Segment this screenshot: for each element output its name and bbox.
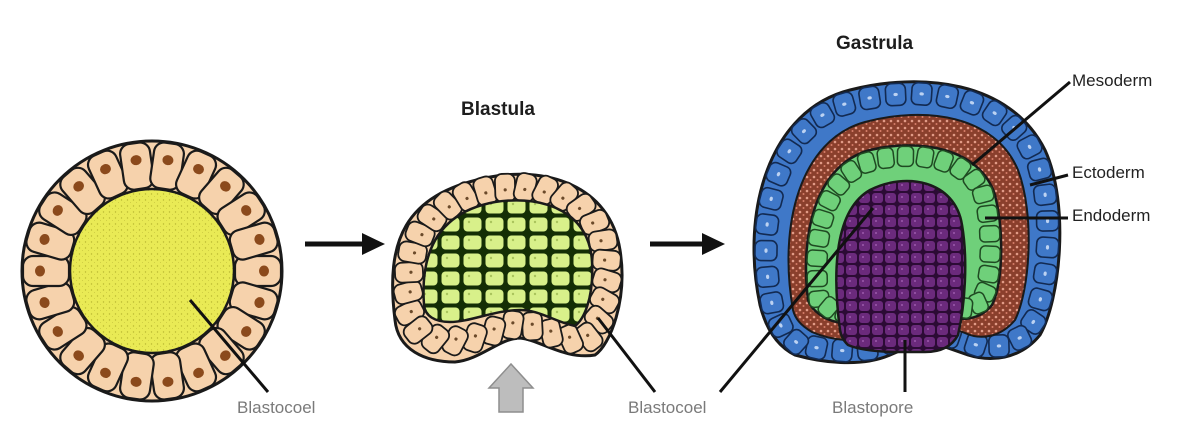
endoderm-cell [980, 246, 1001, 263]
blastula [392, 172, 655, 392]
ectoderm-cell [1033, 184, 1057, 206]
endoderm-cell [977, 204, 999, 222]
early-embryo [22, 141, 282, 401]
endoderm-cell [877, 147, 895, 169]
mesoderm-label: Mesoderm [1072, 71, 1152, 91]
blastocoel-mid-pointer [598, 318, 655, 392]
endoderm-label: Endoderm [1072, 206, 1150, 226]
ectoderm-cell [989, 335, 1010, 358]
ectoderm-cell [858, 86, 881, 111]
archenteron-cells [836, 181, 965, 352]
blastula-title: Blastula [461, 99, 535, 121]
ectoderm-cell [885, 83, 906, 106]
ectoderm-cell [756, 266, 780, 288]
outer-cell [149, 351, 185, 401]
endoderm-cell [808, 229, 830, 248]
ectoderm-cell [1036, 211, 1058, 231]
ectoderm-cell [935, 84, 959, 110]
blastula-cell [395, 262, 424, 283]
ectoderm-cell [759, 291, 784, 315]
endoderm-cell [978, 265, 1000, 284]
ectoderm-cell [755, 213, 779, 236]
blastocoel-yolk [70, 189, 234, 353]
right-arrow-icon [650, 233, 725, 255]
blastocoel-label-mid: Blastocoel [628, 398, 706, 418]
blastula-cell [495, 174, 516, 203]
outer-cell [119, 141, 155, 191]
blastocoel-label-left: Blastocoel [237, 398, 315, 418]
ectoderm-cell [755, 240, 777, 260]
gastrula [720, 82, 1070, 392]
blastula-cell [592, 249, 622, 271]
ectoderm-cell [1033, 262, 1058, 285]
endoderm-cell [915, 146, 934, 168]
ectoderm-cell [911, 82, 932, 105]
up-arrow-icon [489, 364, 533, 412]
blastopore-label: Blastopore [832, 398, 913, 418]
ectoderm-cell [1036, 237, 1059, 258]
blastula-cell [588, 228, 619, 252]
right-arrow-icon [305, 233, 385, 255]
gastrula-title: Gastrula [836, 33, 913, 55]
blastula-cell [522, 312, 543, 341]
endoderm-cell [897, 146, 913, 166]
endoderm-cell [979, 225, 1000, 242]
ectoderm-label: Ectoderm [1072, 163, 1145, 183]
